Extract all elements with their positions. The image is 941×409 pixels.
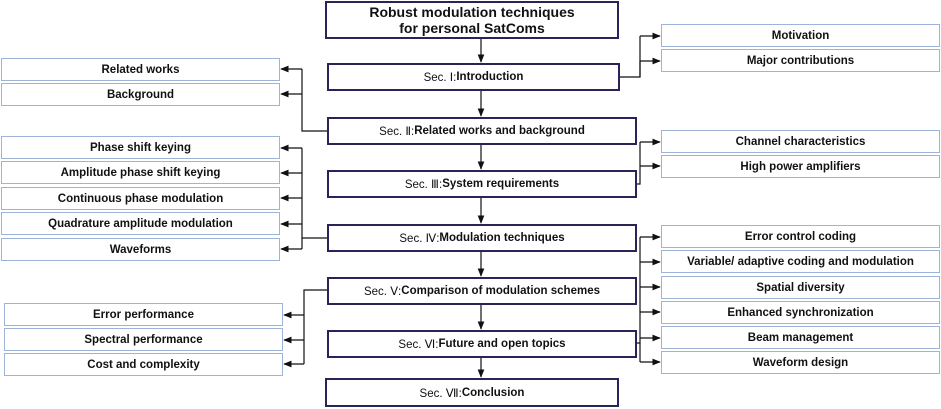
section-1-name: Introduction (456, 71, 524, 83)
comparison-topic-error: Error performance (4, 303, 283, 326)
future-topic-waveform-design: Waveform design (661, 351, 940, 374)
branch-sec4 (301, 148, 327, 239)
section-3-prefix: Sec. Ⅲ: (404, 179, 443, 191)
section-6-name: Future and open topics (438, 338, 566, 350)
modulation-topic-qam: Quadrature amplitude modulation (1, 212, 280, 235)
requirements-topic-channel: Channel characteristics (661, 130, 940, 153)
branch-sec1 (620, 36, 641, 78)
future-topic-diversity: Spatial diversity (661, 276, 940, 299)
section-4-name: Modulation techniques (439, 232, 565, 244)
branch-sec3 (637, 142, 641, 185)
title-line-1: Robust modulation techniques (369, 4, 575, 20)
section-1-box: Sec. Ⅰ: Introduction (327, 63, 620, 91)
section-2-name: Related works and background (414, 125, 585, 137)
section-3-name: System requirements (442, 178, 560, 190)
intro-topic-contributions: Major contributions (661, 49, 940, 72)
future-topic-beam: Beam management (661, 326, 940, 349)
section-6-box: Sec. Ⅵ: Future and open topics (327, 330, 637, 358)
section-5-name: Comparison of modulation schemes (401, 285, 600, 297)
section-7-box: Sec. Ⅶ: Conclusion (325, 378, 619, 407)
section-1-prefix: Sec. Ⅰ: (423, 72, 457, 84)
branch-sec5 (303, 289, 327, 315)
modulation-topic-waveforms: Waveforms (1, 238, 280, 261)
section-7-prefix: Sec. Ⅶ: (419, 387, 462, 400)
section-7-name: Conclusion (461, 386, 525, 399)
future-topic-ecc: Error control coding (661, 225, 940, 248)
section-5-box: Sec. Ⅴ: Comparison of modulation schemes (327, 277, 637, 305)
future-topic-sync: Enhanced synchronization (661, 301, 940, 324)
related-topic-works: Related works (1, 58, 280, 81)
section-5-prefix: Sec. Ⅴ: (363, 286, 402, 298)
modulation-topic-apsk: Amplitude phase shift keying (1, 161, 280, 184)
related-topic-background: Background (1, 83, 280, 106)
comparison-topic-cost: Cost and complexity (4, 353, 283, 376)
intro-topic-motivation: Motivation (661, 24, 940, 47)
modulation-topic-cpm: Continuous phase modulation (1, 187, 280, 210)
modulation-topic-psk: Phase shift keying (1, 136, 280, 159)
section-4-box: Sec. Ⅳ: Modulation techniques (327, 224, 637, 252)
section-6-prefix: Sec. Ⅵ: (398, 339, 439, 351)
branch-sec2 (301, 69, 327, 132)
title-line-2: for personal SatComs (399, 20, 545, 36)
comparison-topic-spectral: Spectral performance (4, 328, 283, 351)
requirements-topic-hpa: High power amplifiers (661, 155, 940, 178)
diagram-title: Robust modulation techniques for persona… (325, 1, 619, 39)
branch-sec6 (637, 237, 641, 344)
section-2-box: Sec. Ⅱ: Related works and background (327, 117, 637, 145)
section-4-prefix: Sec. Ⅳ: (399, 233, 440, 245)
future-topic-acm: Variable/ adaptive coding and modulation (661, 250, 940, 273)
section-2-prefix: Sec. Ⅱ: (379, 126, 415, 138)
section-3-box: Sec. Ⅲ: System requirements (327, 170, 637, 198)
